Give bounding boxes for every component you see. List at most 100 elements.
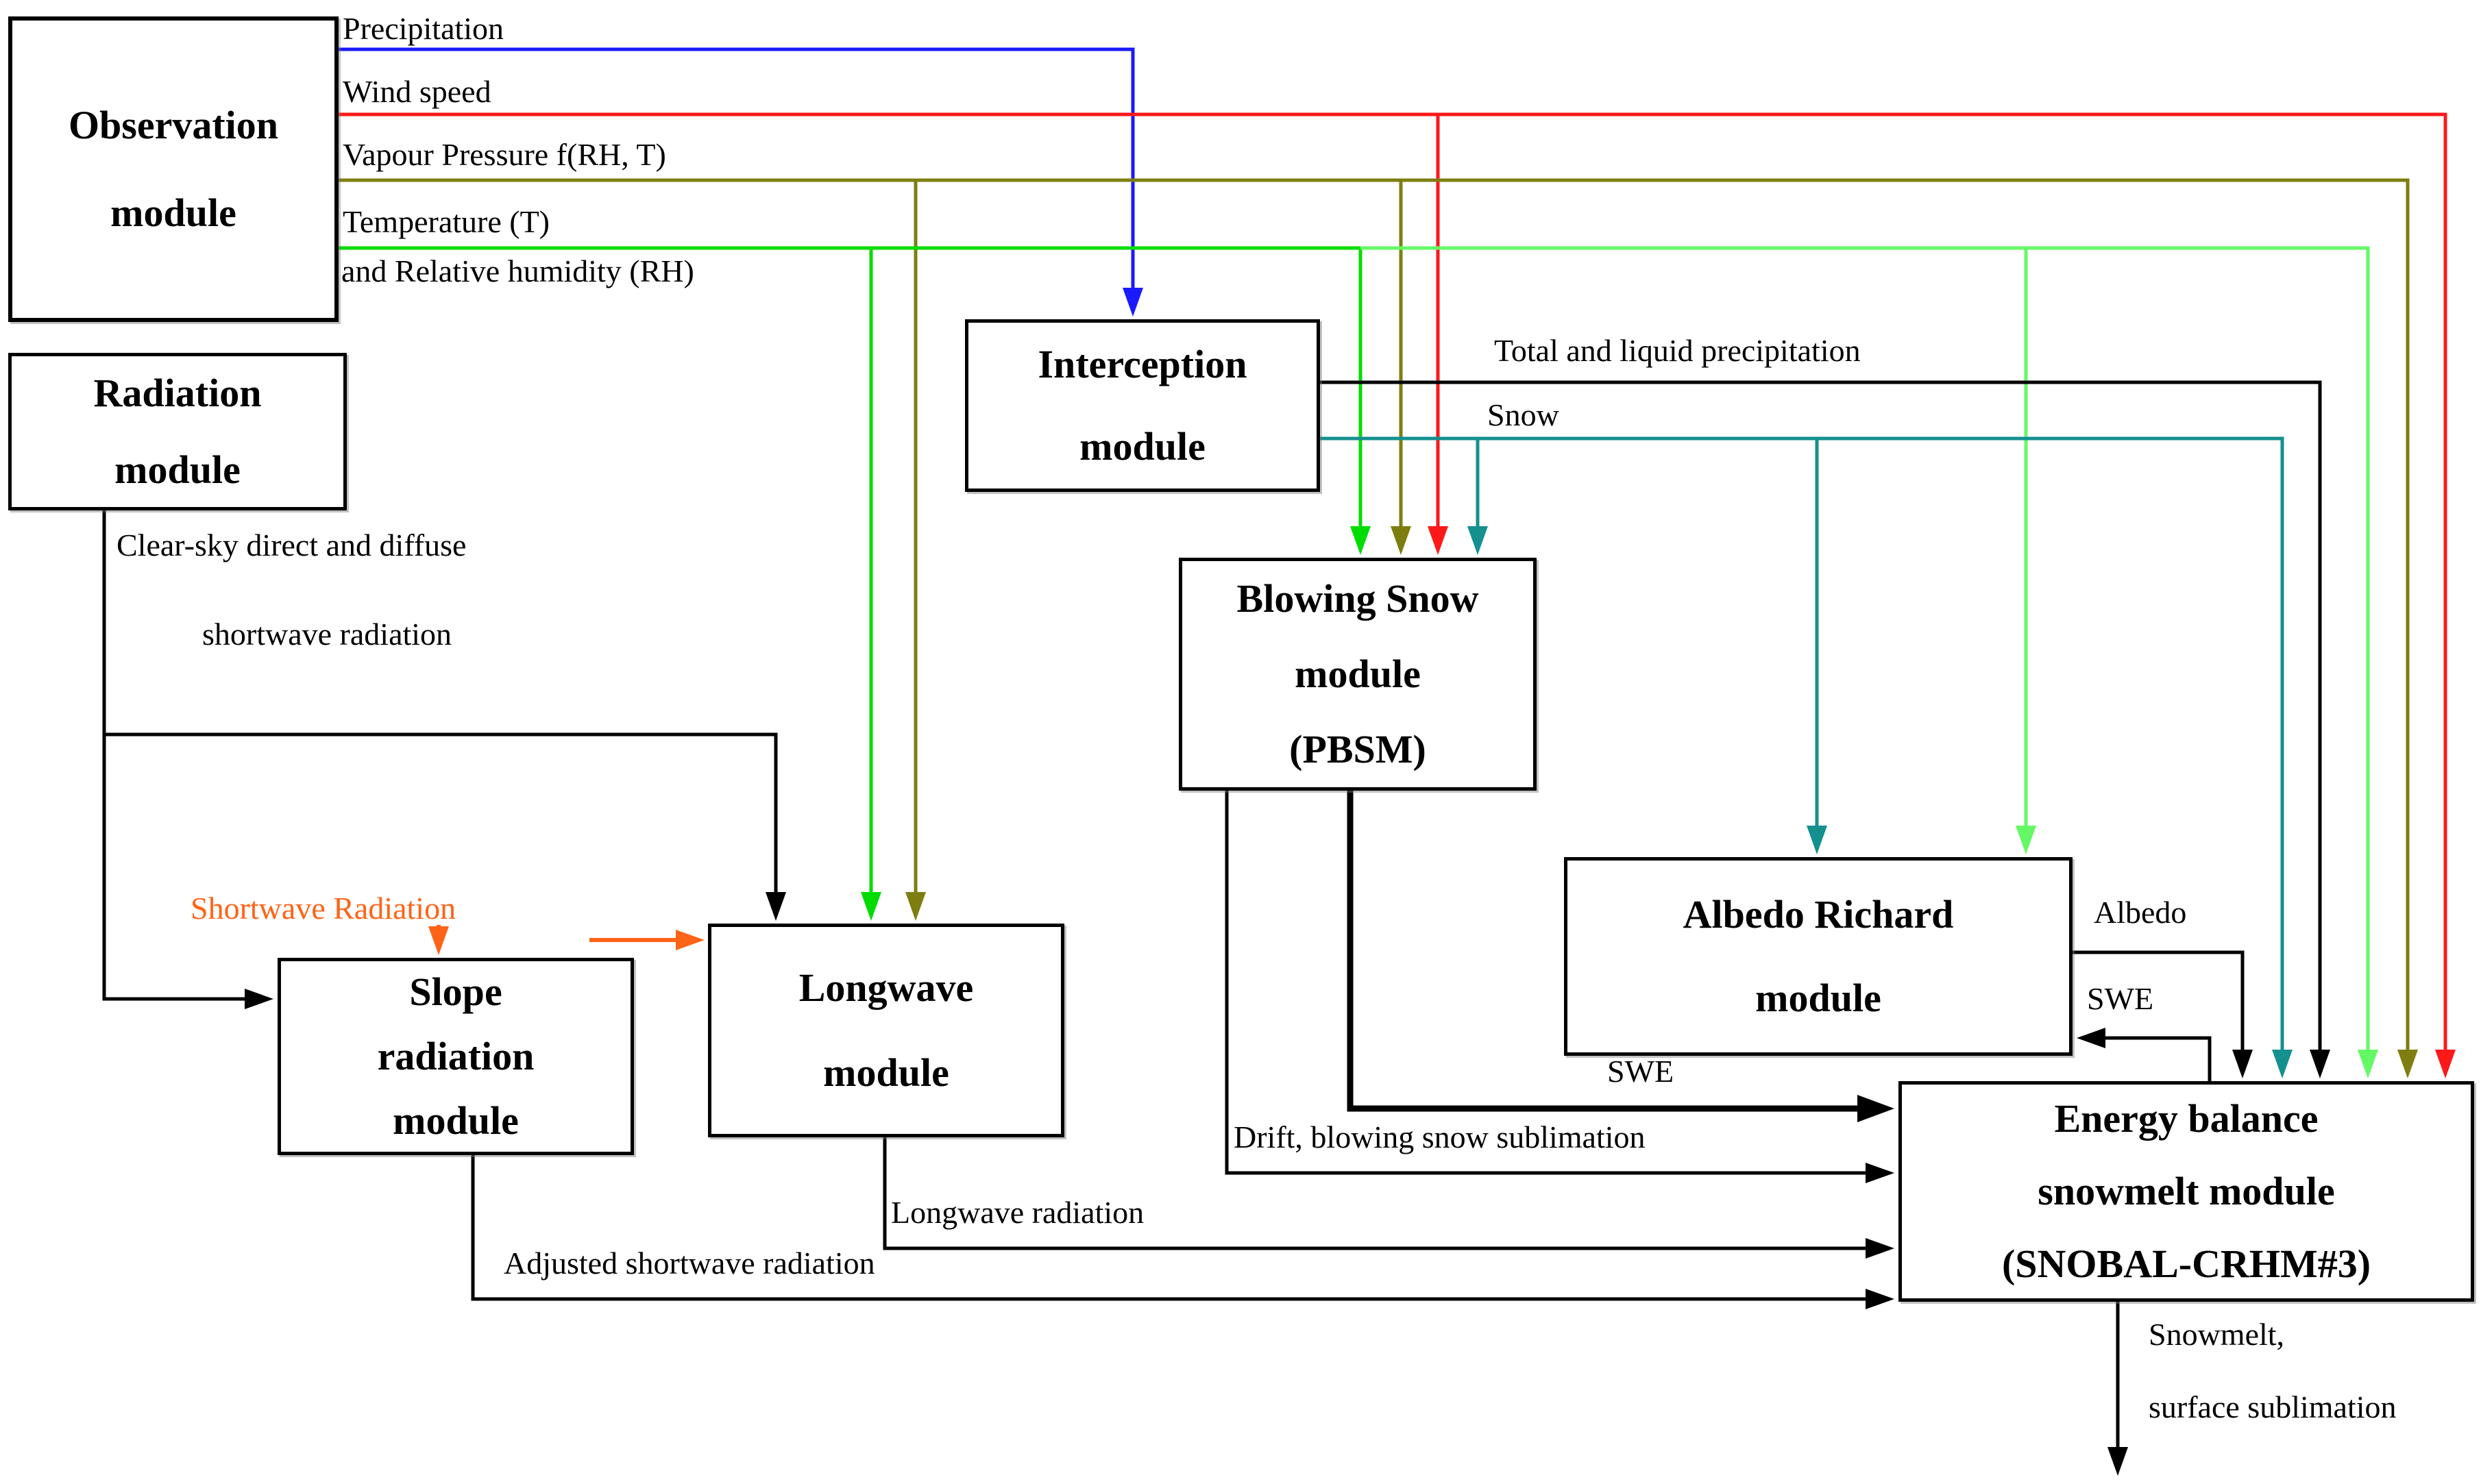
edge-albedo-to-energy xyxy=(2073,950,2253,1078)
edge-shortwave-to-slope-arrowhead-icon xyxy=(428,926,449,955)
module-blowing-snow-title-line-1: Blowing Snow xyxy=(1236,576,1479,621)
label-vapour-pressure: Vapour Pressure f(RH, T) xyxy=(343,137,666,172)
label-wind-speed: Wind speed xyxy=(343,74,491,109)
module-slope-radiation-title-line-1: Slope xyxy=(409,969,502,1014)
module-longwave-title-line-2: module xyxy=(823,1050,949,1095)
edge-clearsky-to-longwave xyxy=(104,732,786,921)
module-energy-balance-title-line-2: snowmelt module xyxy=(2038,1169,2335,1213)
module-interception-title-line-1: Interception xyxy=(1038,342,1247,386)
label-precipitation: Precipitation xyxy=(343,11,504,46)
label-adjusted-shortwave: Adjusted shortwave radiation xyxy=(504,1246,875,1281)
edge-adjusted-to-energy-arrowhead-icon xyxy=(1866,1289,1894,1309)
edge-longwave-to-energy-arrowhead-icon xyxy=(1866,1238,1894,1259)
module-observation-title-line-1: Observation xyxy=(68,103,279,147)
edge-total-precip-to-energy xyxy=(1320,380,2330,1078)
module-observation: Observation module xyxy=(8,16,339,322)
edge-snow-to-energy-arrowhead-icon xyxy=(2272,1050,2293,1078)
label-longwave-radiation: Longwave radiation xyxy=(891,1195,1145,1230)
label-swe-from-pbsm: SWE xyxy=(1607,1054,1674,1089)
module-energy-balance: Energy balance snowmelt module (SNOBAL-CRH… xyxy=(1898,1081,2474,1302)
edge-wind-to-blowing-snow xyxy=(1428,114,1448,555)
edge-clearsky-to-longwave-arrowhead-icon xyxy=(766,892,786,921)
module-albedo-richard-title-line-2: module xyxy=(1755,976,1881,1020)
module-radiation-title-line-2: module xyxy=(114,447,241,492)
edge-vapour-to-blowing-snow xyxy=(1391,180,1411,555)
edge-longwave-to-energy-line xyxy=(883,1137,1879,1250)
label-snowmelt-line1: Snowmelt, xyxy=(2149,1317,2285,1352)
edge-albedo-to-energy-arrowhead-icon xyxy=(2232,1050,2253,1078)
edge-snow-to-albedo xyxy=(1807,438,1827,854)
edge-drift-to-energy xyxy=(1225,791,1894,1183)
edge-swe-energy-to-albedo xyxy=(2077,1028,2212,1081)
edge-humidity-to-energy-arrowhead-icon xyxy=(2358,1050,2378,1078)
edge-humidity-to-energy xyxy=(1360,246,2378,1078)
module-interception-title-line-2: module xyxy=(1079,424,1206,469)
edge-wind-to-energy-line xyxy=(339,112,2447,1063)
label-albedo: Albedo xyxy=(2094,895,2187,930)
edge-snow-to-albedo-arrowhead-icon xyxy=(1807,826,1827,854)
edge-vapour-to-blowing-snow-arrowhead-icon xyxy=(1391,526,1411,555)
edge-snowmelt-output-arrowhead-icon xyxy=(2107,1447,2128,1476)
edge-shortwave-to-longwave-arrowhead-icon xyxy=(676,930,705,950)
module-longwave-title-line-1: Longwave xyxy=(798,965,974,1010)
module-longwave: Longwave module xyxy=(708,924,1064,1137)
edge-adjusted-to-energy xyxy=(471,1155,1894,1309)
edge-wind-to-energy xyxy=(339,112,2456,1078)
edge-snowmelt-output xyxy=(2107,1302,2128,1476)
edge-vapour-to-energy-arrowhead-icon xyxy=(2397,1050,2418,1078)
edge-snow-to-blowing-snow xyxy=(1467,438,1488,555)
edge-precipitation-to-interception-line xyxy=(339,47,1135,301)
label-total-liquid-precipitation: Total and liquid precipitation xyxy=(1494,333,1861,368)
edge-swe-energy-to-albedo-line xyxy=(2092,1036,2212,1081)
edge-swe-pbsm-to-energy-line xyxy=(1347,791,1874,1112)
module-blowing-snow-title-line-3: (PBSM) xyxy=(1289,727,1426,771)
edge-shortwave-to-slope xyxy=(428,925,449,955)
edge-wind-to-blowing-snow-arrowhead-icon xyxy=(1428,526,1448,555)
module-energy-balance-title-line-3: (SNOBAL-CRHM#3) xyxy=(2001,1241,2371,1286)
edge-swe-energy-to-albedo-arrowhead-icon xyxy=(2077,1028,2105,1048)
module-blowing-snow-title-line-2: module xyxy=(1295,652,1421,696)
module-albedo-richard-title-line-1: Albedo Richard xyxy=(1683,892,1954,937)
module-interception: Interception module xyxy=(965,319,1320,492)
edge-humidity-to-energy-line xyxy=(1360,246,2370,1063)
module-albedo-richard: Albedo Richard module xyxy=(1564,857,2073,1056)
edge-snow-to-energy xyxy=(1320,436,2293,1078)
label-drift-sublimation: Drift, blowing snow sublimation xyxy=(1234,1120,1646,1154)
edge-vapour-to-longwave-arrowhead-icon xyxy=(905,892,926,921)
edge-snow-to-energy-line xyxy=(1320,436,2284,1063)
edge-precipitation-to-interception xyxy=(339,47,1143,317)
edge-vapour-to-energy xyxy=(339,178,2418,1078)
edge-clearsky-to-longwave-line xyxy=(104,732,778,905)
edge-swe-pbsm-to-energy xyxy=(1347,791,1894,1122)
edge-longwave-to-energy xyxy=(883,1137,1894,1259)
edge-total-precip-to-energy-line xyxy=(1320,380,2322,1063)
edge-swe-pbsm-to-energy-arrowhead-icon xyxy=(1857,1095,1894,1122)
label-relative-humidity: and Relative humidity (RH) xyxy=(341,253,694,288)
module-blowing-snow: Blowing Snow module (PBSM) xyxy=(1179,558,1537,791)
edge-drift-to-energy-line xyxy=(1225,791,1879,1175)
label-snow: Snow xyxy=(1487,397,1559,432)
edge-humidity-to-albedo-arrowhead-icon xyxy=(2016,826,2036,854)
label-snowmelt-line2: surface sublimation xyxy=(2149,1389,2397,1424)
edge-temperature-to-blowing-snow-arrowhead-icon xyxy=(1350,526,1371,555)
edge-clearsky-to-slope xyxy=(102,510,273,1009)
edge-precipitation-to-interception-arrowhead-icon xyxy=(1123,288,1143,317)
edge-vapour-to-longwave xyxy=(905,180,926,921)
label-clear-sky-line1: Clear-sky direct and diffuse xyxy=(117,528,467,562)
edge-adjusted-to-energy-line xyxy=(471,1155,1879,1301)
edge-albedo-to-energy-line xyxy=(2073,950,2245,1063)
module-observation-title-line-2: module xyxy=(110,190,236,235)
label-shortwave-radiation: Shortwave Radiation xyxy=(191,891,456,926)
module-energy-balance-title-line-1: Energy balance xyxy=(2054,1096,2319,1141)
edge-total-precip-to-energy-arrowhead-icon xyxy=(2310,1050,2330,1078)
edge-drift-to-energy-arrowhead-icon xyxy=(1866,1163,1894,1183)
label-temperature: Temperature (T) xyxy=(343,204,550,239)
edge-temperature-to-longwave xyxy=(861,248,881,921)
edge-shortwave-to-longwave xyxy=(589,930,705,950)
module-slope-radiation-title-line-2: radiation xyxy=(377,1034,535,1078)
edge-snow-to-blowing-snow-arrowhead-icon xyxy=(1467,526,1488,555)
